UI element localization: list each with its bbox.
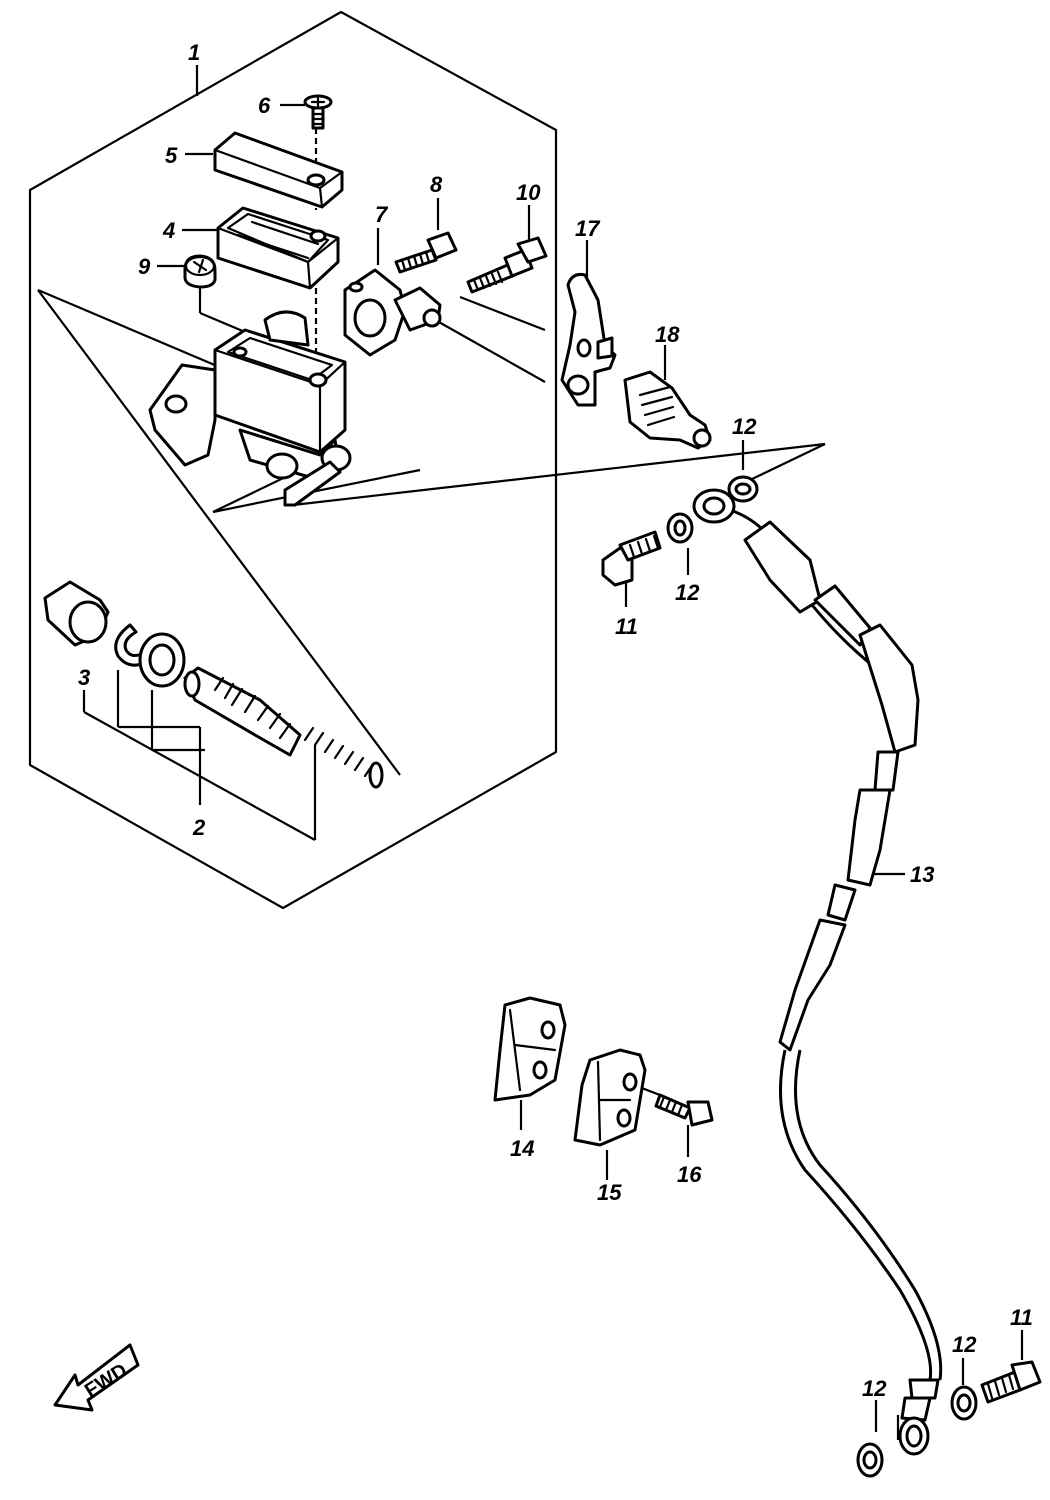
boot-part-3 <box>43 580 110 647</box>
callout-2: 2 <box>192 815 206 840</box>
bolt-part-8 <box>394 231 458 274</box>
callout-12-top: 12 <box>732 414 757 439</box>
callout-3: 3 <box>78 665 90 690</box>
switch-part-18 <box>623 370 712 450</box>
callout-7: 7 <box>375 202 389 227</box>
guide-part-14 <box>493 996 567 1102</box>
assembly-boundary <box>28 10 558 910</box>
callout-5: 5 <box>165 143 178 168</box>
callout-11-bottom: 11 <box>1010 1305 1033 1330</box>
leader-lines <box>37 65 1024 1440</box>
diaphragm-part-4 <box>216 206 340 290</box>
callout-18: 18 <box>655 322 680 347</box>
piston-part-2 <box>183 666 384 789</box>
callout-12-bottom-right: 12 <box>952 1332 977 1357</box>
callout-10: 10 <box>516 180 541 205</box>
callout-9: 9 <box>138 254 151 279</box>
callout-1: 1 <box>188 40 200 65</box>
callout-8: 8 <box>430 172 443 197</box>
screw-part-6 <box>303 94 333 130</box>
callout-16: 16 <box>677 1162 702 1187</box>
master-cylinder-body <box>148 310 352 507</box>
callout-13: 13 <box>910 862 934 887</box>
clamp-part-7 <box>343 268 442 357</box>
hose-part-13 <box>692 488 943 1456</box>
washer-part-12-top <box>727 475 759 503</box>
plate-part-9 <box>183 254 217 289</box>
callout-14: 14 <box>510 1136 534 1161</box>
washer-part-2 <box>138 632 186 688</box>
callout-11-top: 11 <box>615 614 638 639</box>
fwd-arrow-icon: FWD <box>53 1343 140 1412</box>
callout-12-left: 12 <box>675 580 700 605</box>
guide-part-15 <box>573 1048 647 1147</box>
washer-part-12-bottom-left <box>856 1442 884 1478</box>
banjo-bolt-part-11-top <box>601 530 662 587</box>
callout-12-bottom-left: 12 <box>862 1376 887 1401</box>
lever-part-17 <box>560 273 617 407</box>
callout-labels: 1 2 3 4 5 6 7 8 9 10 11 11 12 12 12 12 1… <box>78 40 1033 1401</box>
bolt-part-16 <box>654 1093 714 1127</box>
bolt-part-10 <box>466 236 548 294</box>
callout-6: 6 <box>258 93 271 118</box>
washer-part-12-left <box>666 512 694 544</box>
washer-part-12-bottom-right <box>950 1385 978 1421</box>
reservoir-cap-part-5 <box>213 131 344 209</box>
callout-4: 4 <box>162 218 175 243</box>
callout-15: 15 <box>597 1180 622 1205</box>
callout-17: 17 <box>575 216 601 241</box>
banjo-bolt-part-11-bottom <box>980 1360 1042 1404</box>
